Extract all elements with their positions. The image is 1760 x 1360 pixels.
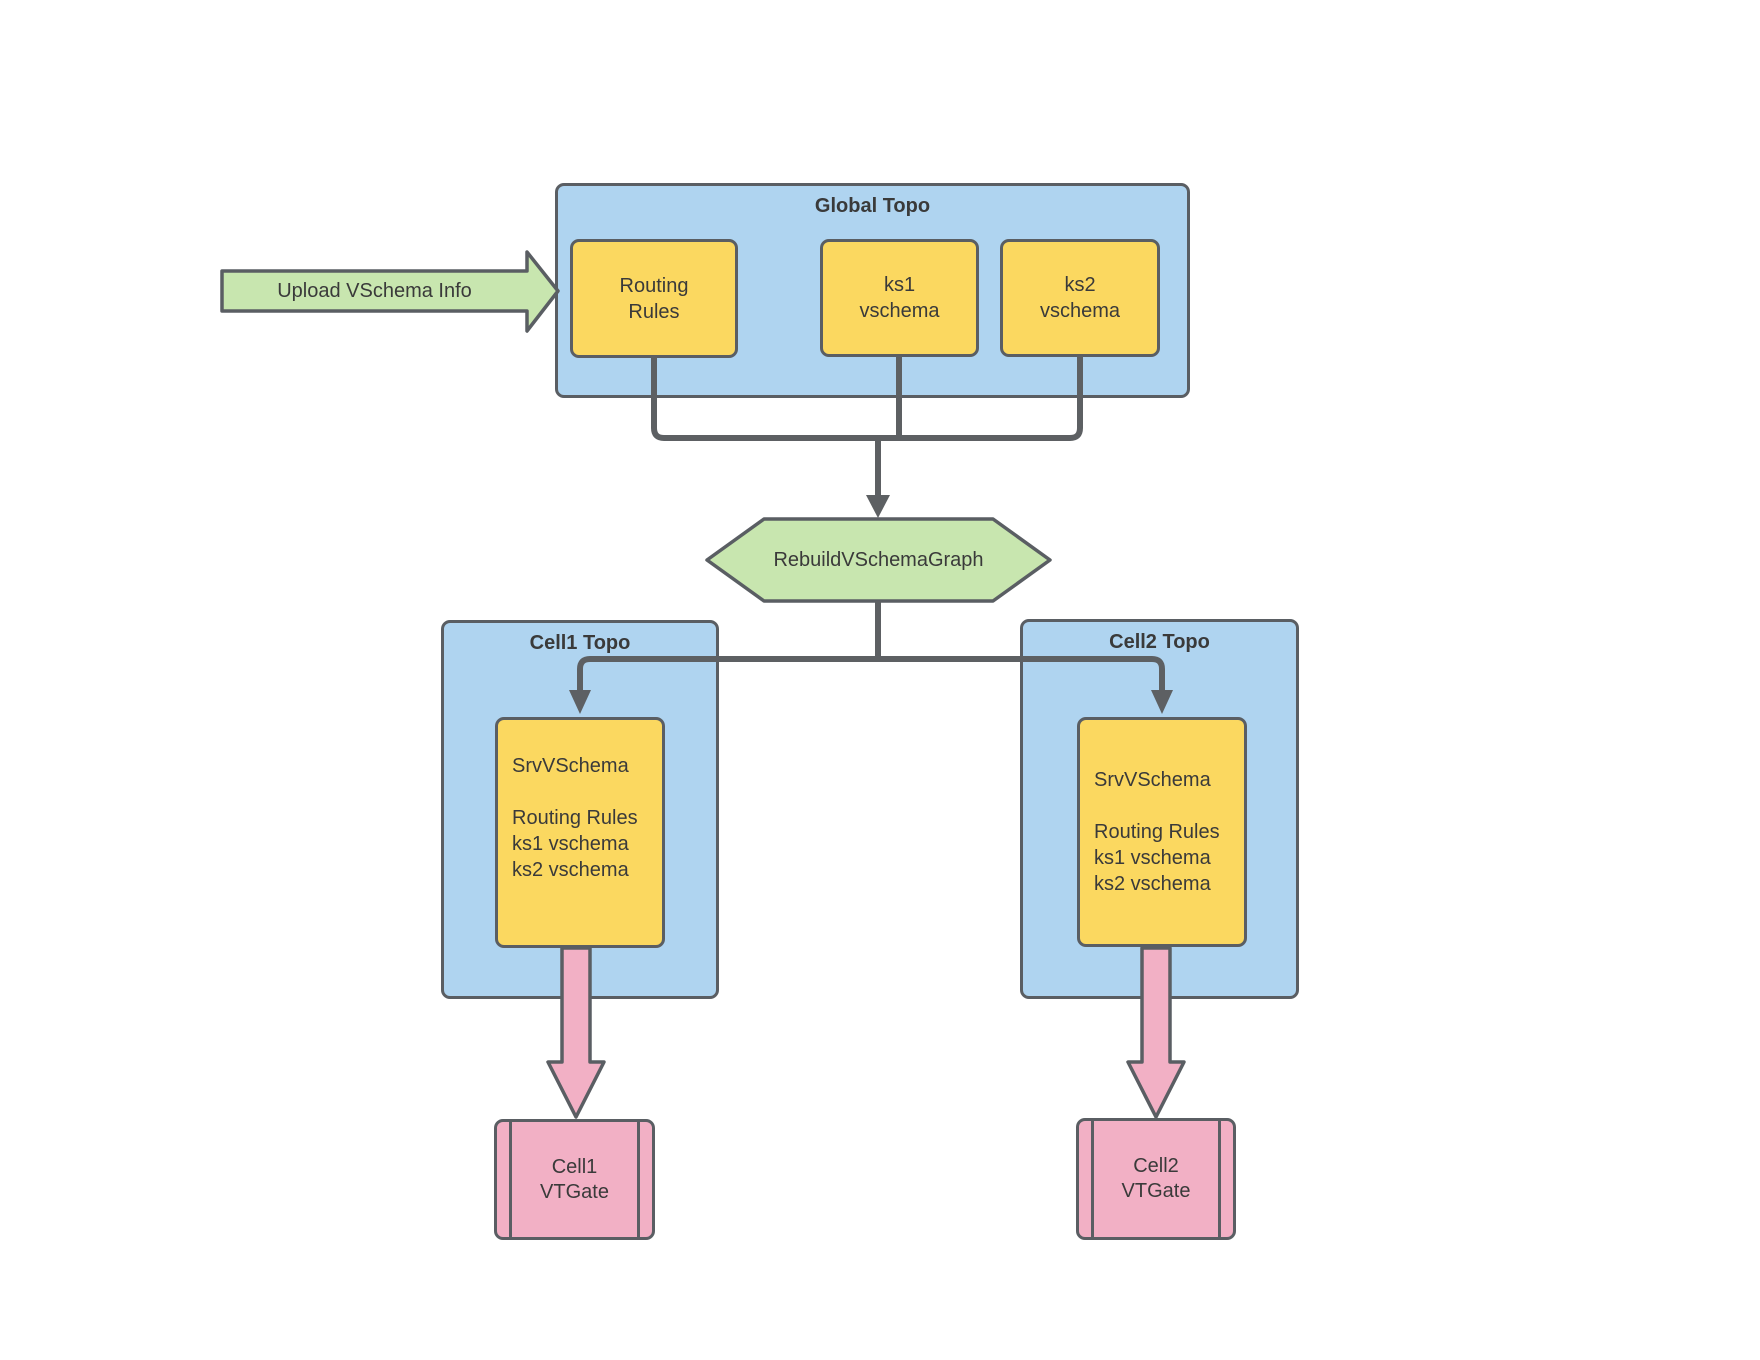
cell2-topo-title: Cell2 Topo (1109, 631, 1210, 653)
cell2-srvvschema-node: SrvVSchema Routing Rules ks1 vschema ks2… (1077, 717, 1247, 947)
cell2-vtgate-node: Cell2 VTGate (1076, 1118, 1236, 1240)
ks2-vschema-node: ks2 vschema (1000, 239, 1160, 357)
cell1-topo-title: Cell1 Topo (529, 632, 631, 654)
upload-vschema-arrow-label: Upload VSchema Info (277, 279, 472, 302)
arrowhead-to-rebuild (866, 495, 890, 518)
global-topo-title: Global Topo (814, 195, 931, 217)
rebuild-vschemagraph-label: RebuildVSchemaGraph (773, 548, 984, 571)
cell1-srvvschema-node: SrvVSchema Routing Rules ks1 vschema ks2… (495, 717, 665, 948)
routing-rules-node: Routing Rules (570, 239, 738, 358)
ks1-vschema-node: ks1 vschema (820, 239, 979, 357)
cell1-vtgate-node: Cell1 VTGate (494, 1119, 655, 1240)
